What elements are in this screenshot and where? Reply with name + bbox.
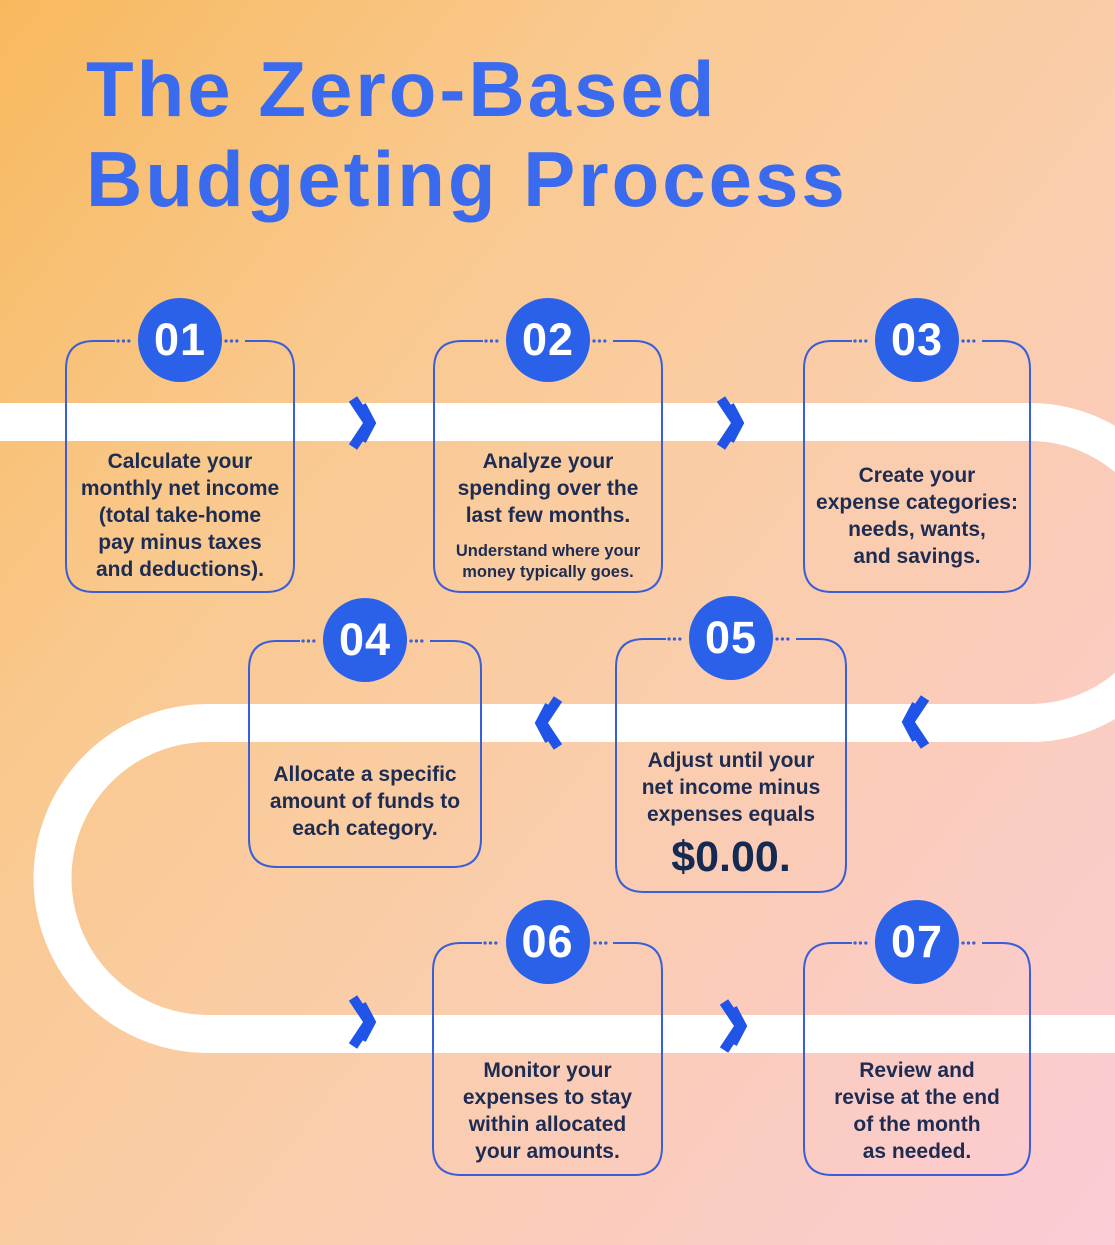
step-subdescription: Understand where your money typically go…	[455, 541, 641, 582]
step-description: Adjust until your net income minus expen…	[641, 748, 821, 826]
step-description: Allocate a specific amount of funds to e…	[269, 763, 461, 840]
page-title: The Zero-Based Budgeting Process	[86, 45, 848, 223]
step-description: Create your expense categories: needs, w…	[816, 463, 1018, 568]
step-number-badge: 01	[138, 298, 222, 382]
card-outline	[433, 339, 663, 593]
step-card-05: 05 Adjust until your net income minus ex…	[615, 596, 847, 893]
chevron-left-icon	[534, 696, 563, 750]
card-outline	[248, 639, 482, 868]
step-number-badge: 07	[875, 900, 959, 984]
card-outline	[432, 941, 663, 1176]
zero-balance-amount: $0.00.	[671, 832, 791, 881]
step-number-badge: 04	[323, 598, 407, 682]
chevron-right-icon	[716, 396, 745, 450]
chevron-right-icon	[719, 999, 748, 1053]
step-card-07: 07 Review and revise at the end of the m…	[803, 900, 1031, 1176]
card-outline	[65, 339, 295, 593]
step-number-badge: 02	[506, 298, 590, 382]
step-card-02: 02 Analyze your spending over the last f…	[433, 298, 663, 593]
step-description: Review and revise at the end of the mont…	[834, 1059, 1000, 1163]
step-number-badge: 06	[505, 900, 590, 984]
card-outline	[803, 941, 1031, 1176]
step-description: Analyze your spending over the last few …	[457, 449, 639, 527]
card-outline	[803, 339, 1031, 593]
chevron-left-icon	[901, 695, 930, 749]
step-description: Calculate your monthly net income (total…	[80, 450, 280, 581]
step-number-badge: 03	[875, 298, 959, 382]
card-outline	[615, 637, 847, 893]
step-number-badge: 05	[689, 596, 773, 680]
step-card-01: 01 Calculate your monthly net income (to…	[65, 298, 295, 593]
step-description: Monitor your expenses to stay within all…	[462, 1059, 633, 1163]
step-card-06: 06 Monitor your expenses to stay within …	[432, 900, 663, 1176]
step-card-03: 03 Create your expense categories: needs…	[803, 298, 1031, 593]
step-card-04: 04 Allocate a specific amount of funds t…	[248, 598, 482, 868]
chevron-right-icon	[348, 995, 377, 1049]
chevron-right-icon	[348, 396, 377, 450]
